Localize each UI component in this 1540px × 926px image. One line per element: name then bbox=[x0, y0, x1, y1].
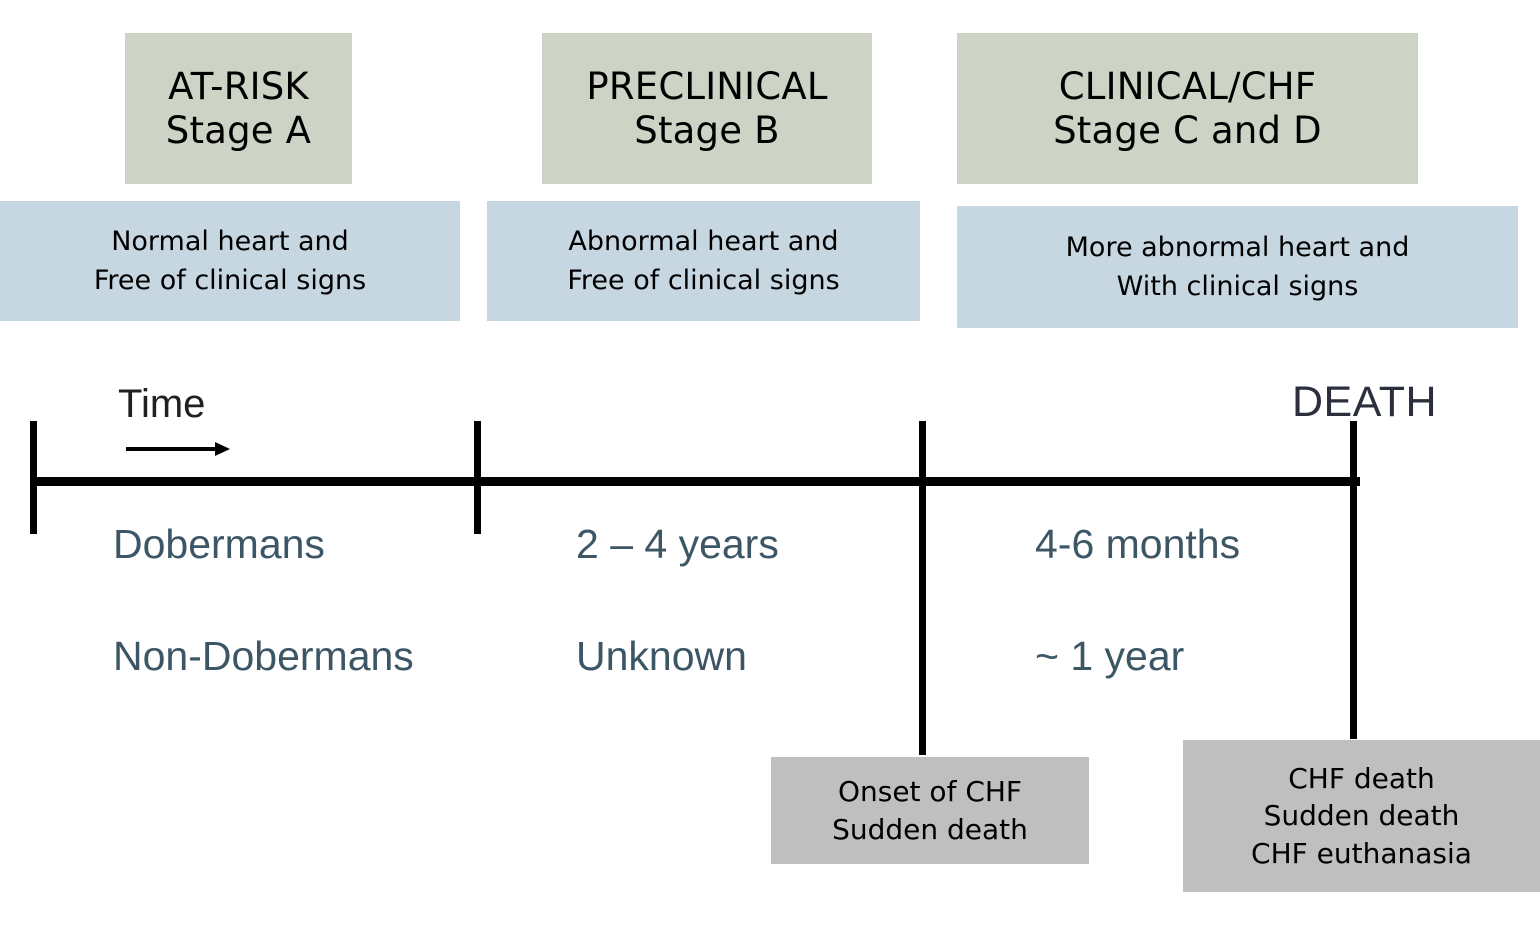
stage-header-a-line1: AT-RISK bbox=[168, 64, 309, 108]
outcome-onset-line1: Onset of CHF bbox=[837, 774, 1023, 808]
row-label-non-dobermans: Non-Dobermans bbox=[113, 633, 414, 679]
stage-description-b: Abnormal heart and Free of clinical sign… bbox=[487, 201, 920, 321]
stage-description-a: Normal heart and Free of clinical signs bbox=[0, 201, 460, 321]
stage-header-cd: CLINICAL/CHF Stage C and D bbox=[957, 33, 1418, 184]
stage-header-b: PRECLINICAL Stage B bbox=[542, 33, 872, 184]
stage-description-b-line1: Abnormal heart and bbox=[568, 225, 839, 257]
stage-description-cd: More abnormal heart and With clinical si… bbox=[957, 206, 1518, 328]
dobermans-stage-b-duration: 2 – 4 years bbox=[576, 521, 779, 567]
non-dobermans-stage-cd-duration: ~ 1 year bbox=[1035, 633, 1185, 679]
arrow-head bbox=[215, 442, 230, 456]
stage-description-a-line1: Normal heart and bbox=[111, 225, 349, 257]
stage-header-cd-line1: CLINICAL/CHF bbox=[1058, 64, 1317, 108]
time-direction-arrow bbox=[126, 442, 230, 456]
outcome-death-line2: Sudden death bbox=[1263, 799, 1460, 833]
stage-description-cd-line2: With clinical signs bbox=[1116, 271, 1359, 302]
non-dobermans-stage-b-duration: Unknown bbox=[576, 633, 747, 679]
stage-description-a-line2: Free of clinical signs bbox=[93, 265, 367, 296]
stage-header-a-line2: Stage A bbox=[165, 108, 312, 152]
stage-header-b-line1: PRECLINICAL bbox=[586, 64, 828, 108]
outcome-death-line3: CHF euthanasia bbox=[1251, 836, 1472, 870]
arrow-shaft bbox=[126, 447, 216, 451]
timeline-tick-stage-b-cd bbox=[919, 421, 926, 755]
death-axis-label: DEATH bbox=[1292, 378, 1438, 426]
stage-header-cd-line2: Stage C and D bbox=[1053, 108, 1322, 152]
time-axis-label: Time bbox=[118, 382, 206, 426]
dobermans-stage-cd-duration: 4-6 months bbox=[1035, 521, 1241, 567]
timeline-tick-stage-a-b bbox=[474, 421, 481, 534]
timeline-tick-start bbox=[30, 421, 37, 534]
row-label-dobermans: Dobermans bbox=[113, 521, 325, 567]
stage-description-b-line2: Free of clinical signs bbox=[567, 265, 840, 296]
outcome-box-death: CHF death Sudden death CHF euthanasia bbox=[1183, 740, 1540, 892]
timeline-axis bbox=[33, 477, 1360, 486]
timeline-tick-death bbox=[1350, 421, 1357, 739]
outcome-onset-line2: Sudden death bbox=[832, 812, 1028, 846]
stage-header-b-line2: Stage B bbox=[634, 108, 780, 152]
stage-description-cd-line1: More abnormal heart and bbox=[1065, 231, 1410, 263]
stage-header-a: AT-RISK Stage A bbox=[125, 33, 352, 184]
outcome-death-line1: CHF death bbox=[1288, 761, 1435, 795]
outcome-box-onset-chf: Onset of CHF Sudden death bbox=[771, 757, 1089, 864]
